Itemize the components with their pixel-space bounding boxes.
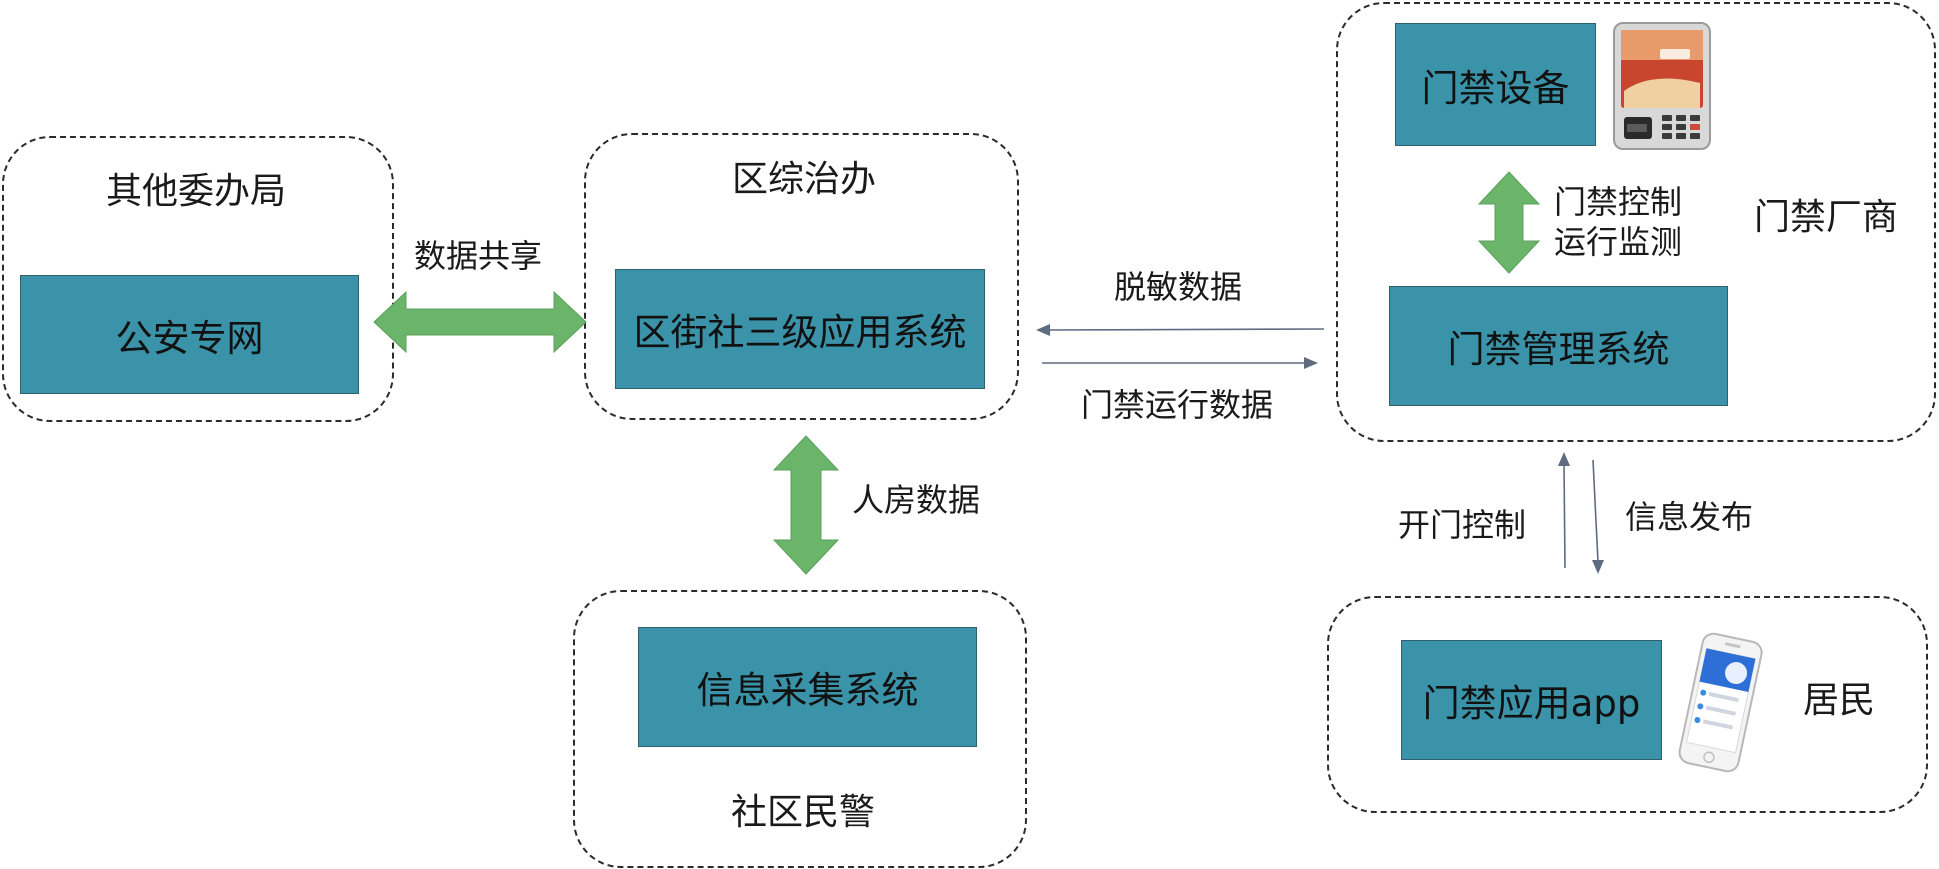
label-door-open-control: 开门控制 xyxy=(1398,506,1527,544)
group-residents xyxy=(1327,596,1928,813)
node-access-device: 门禁设备 xyxy=(1395,23,1596,146)
node-info-collection: 信息采集系统 xyxy=(638,627,977,747)
node-access-management: 门禁管理系统 xyxy=(1389,286,1728,406)
smartphone-icon xyxy=(1678,632,1763,773)
label-info-publish: 信息发布 xyxy=(1625,498,1754,536)
label-vendor: 门禁厂商 xyxy=(1754,197,1899,238)
node-access-app: 门禁应用app xyxy=(1401,640,1662,760)
label-residents: 居民 xyxy=(1803,680,1876,721)
label-desensitized: 脱敏数据 xyxy=(1114,268,1243,306)
door-open-control-arrow xyxy=(1563,463,1566,569)
group-other-bureaus xyxy=(2,136,394,422)
label-access-control: 门禁控制 xyxy=(1554,183,1683,221)
label-community-police: 社区民警 xyxy=(731,792,876,833)
label-other-bureaus: 其他委办局 xyxy=(106,171,287,212)
data-sharing-arrow xyxy=(373,290,587,354)
desensitized-data-arrow xyxy=(1047,328,1325,331)
label-population-housing: 人房数据 xyxy=(852,481,981,519)
access-terminal-icon xyxy=(1613,22,1711,150)
group-community-police xyxy=(573,590,1027,868)
label-access-run-data: 门禁运行数据 xyxy=(1081,386,1274,424)
label-data-sharing: 数据共享 xyxy=(414,237,543,275)
access-control-arrow xyxy=(1477,171,1541,274)
label-run-monitoring: 运行监测 xyxy=(1554,223,1683,261)
info-publish-arrow xyxy=(1592,459,1599,563)
group-district-office xyxy=(584,133,1019,420)
node-public-security-net: 公安专网 xyxy=(20,275,359,394)
label-district-office: 区综治办 xyxy=(732,159,877,200)
population-housing-arrow xyxy=(772,435,840,575)
group-vendor xyxy=(1336,2,1936,442)
node-three-level-system: 区街社三级应用系统 xyxy=(615,269,985,389)
